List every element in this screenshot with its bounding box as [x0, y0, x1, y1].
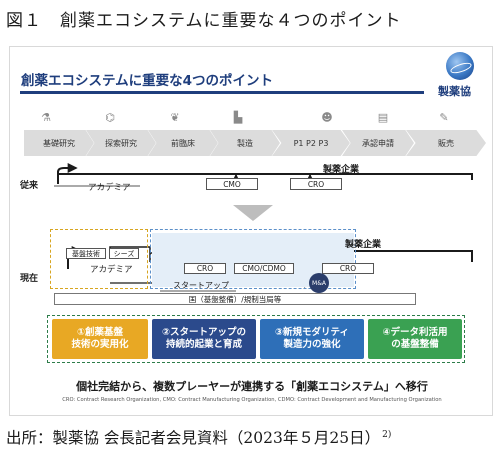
stage-basic-research: 基礎研究	[24, 130, 94, 156]
basic-tech-box: 基盤技術	[66, 248, 106, 259]
ma-badge: M&A	[309, 273, 329, 293]
slide-title: 創薬エコシステムに重要な4つのポイント	[21, 73, 273, 89]
current-pharma-label: 製薬企業	[345, 240, 382, 250]
stage-exploratory-research: 探索研究	[86, 130, 156, 156]
conclusion-text: 個社完結から、複数プレーヤーが連携する「創薬エコシステム」へ移行	[76, 380, 428, 393]
syringe-icon: ✎	[439, 111, 449, 124]
molecule-icon: ⌬	[105, 111, 115, 124]
figure-caption: 図１ 創薬エコシステムに重要な４つのポイント	[6, 11, 402, 31]
process-band: 基礎研究 探索研究 前臨床 製造 P1 P2 P3 承認申請 販売	[24, 130, 486, 156]
point-2-box: ②スタートアップの 持続的起業と育成	[152, 319, 256, 359]
stage-approval: 承認申請	[342, 130, 414, 156]
people-icon: ☻	[321, 111, 333, 124]
point-2-line2: 持続的起業と育成	[165, 339, 242, 350]
conventional-academia-label: アカデミア	[88, 183, 131, 193]
current-academia-label: アカデミア	[90, 265, 133, 275]
stage-sales: 販売	[406, 130, 486, 156]
title-underline	[20, 91, 424, 94]
document-icon: ▤	[377, 111, 389, 124]
seeds-box: シーズ	[109, 248, 139, 259]
conventional-cmo-box: CMO	[206, 178, 258, 190]
stage-clinical-trials: P1 P2 P3	[272, 130, 350, 156]
point-3-line1: ③新規モダリティ	[275, 326, 349, 338]
point-1-line2: 技術の実用化	[71, 339, 129, 350]
abbreviation-footnote: CRO: Contract Research Organization, CMO…	[62, 397, 442, 403]
stage-manufacturing: 製造	[210, 130, 280, 156]
globe-logo-icon	[446, 52, 474, 80]
conventional-row-label: 従来	[20, 181, 39, 191]
microscope-icon: ⚗	[41, 111, 51, 124]
mouse-icon: ❦	[170, 111, 180, 124]
current-row-label: 現在	[20, 274, 39, 284]
point-4-line2: の基盤整備	[391, 339, 439, 350]
startup-label: スタートアップ	[173, 281, 229, 290]
point1-dashed-zone	[50, 229, 148, 289]
point-3-box: ③新規モダリティ 製造力の強化	[260, 319, 364, 359]
point-4-box: ④データ利活用 の基盤整備	[368, 319, 462, 359]
factory-icon: ▙	[233, 111, 243, 124]
points-dashed-frame	[47, 315, 465, 363]
stage-preclinical: 前臨床	[148, 130, 218, 156]
government-box: 国（基盤整備）/規制当局等	[54, 293, 416, 305]
conventional-cro-box: CRO	[290, 178, 342, 190]
slide: 創薬エコシステムに重要な4つのポイント 製薬協 ⚗ ⌬ ❦ ▙ ☻ ▤ ✎ 基礎…	[9, 46, 493, 416]
current-cro-right-box: CRO	[322, 263, 374, 274]
logo-text: 製薬協	[438, 85, 471, 98]
conventional-start-arrow	[57, 163, 78, 177]
point-3-line2: 製造力の強化	[283, 339, 341, 350]
conventional-pharma-label: 製薬企業	[323, 165, 360, 175]
source-line: 出所：製薬協 会長記者会見資料（2023年５月25日）2)	[6, 426, 391, 448]
cmo-cdmo-box: CMO/CDMO	[234, 263, 294, 274]
point-2-line1: ②スタートアップの	[161, 326, 247, 338]
source-reference: 2)	[382, 429, 392, 440]
point-4-line1: ④データ利活用	[382, 326, 448, 338]
point-1-line1: ①創薬基盤	[76, 326, 124, 338]
point-1-box: ①創薬基盤 技術の実用化	[52, 319, 148, 359]
point2-dashed-zone	[150, 229, 356, 289]
source-text: 出所：製薬協 会長記者会見資料（2023年５月25日）	[6, 429, 381, 447]
conventional-pharma-line	[57, 173, 473, 184]
current-cro-left-box: CRO	[184, 263, 226, 274]
